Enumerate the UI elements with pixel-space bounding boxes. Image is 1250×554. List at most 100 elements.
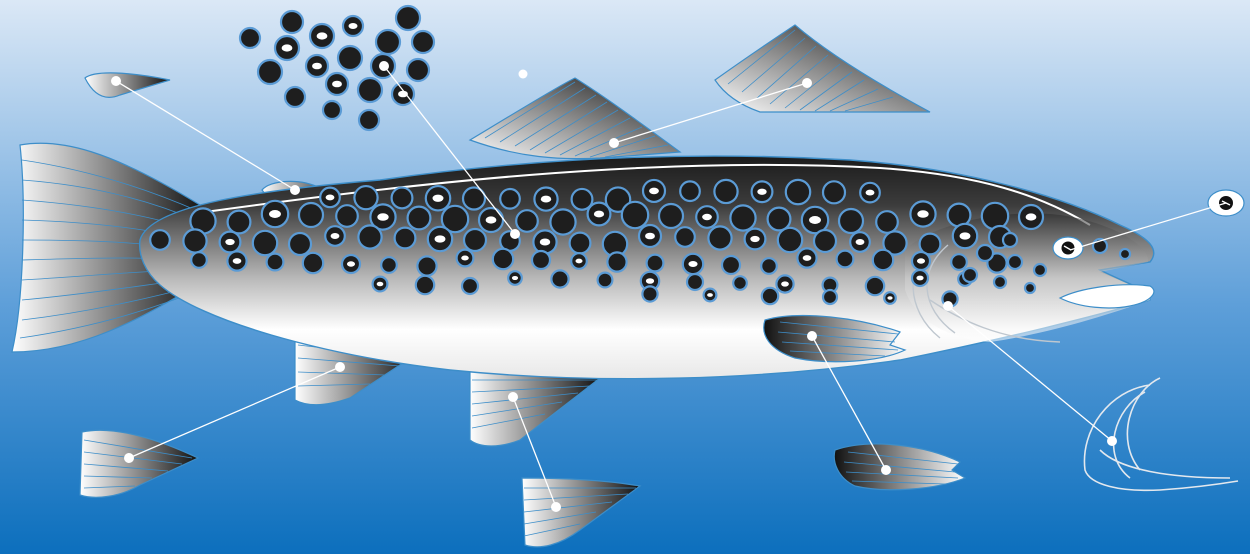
spot-highlight — [461, 255, 469, 260]
spot-highlight — [575, 259, 582, 264]
spot — [240, 28, 260, 48]
spot — [607, 252, 626, 271]
spot — [358, 78, 382, 102]
spot-highlight — [312, 63, 322, 70]
spot — [464, 229, 486, 251]
spot — [376, 30, 400, 54]
spot — [839, 209, 863, 233]
spot-highlight — [349, 23, 358, 29]
spot-highlight — [541, 196, 551, 203]
spot-highlight — [233, 258, 242, 264]
spot-highlight — [646, 278, 654, 284]
spot — [354, 186, 377, 209]
spot — [675, 227, 695, 247]
spot — [963, 268, 977, 282]
spot-highlight — [809, 216, 821, 224]
spot — [381, 257, 397, 273]
spot — [493, 249, 513, 269]
spot — [550, 209, 575, 234]
spot — [412, 31, 434, 53]
spot-highlight — [866, 190, 875, 196]
spot — [532, 251, 550, 269]
spot — [708, 226, 731, 249]
spot — [733, 276, 747, 290]
spot-highlight — [856, 239, 865, 245]
marker-dot — [519, 70, 528, 79]
spot — [516, 210, 538, 232]
spot-highlight — [649, 188, 659, 195]
spot — [778, 228, 802, 252]
spot-highlight — [887, 296, 892, 299]
spot — [289, 233, 311, 255]
spot — [876, 211, 898, 233]
spot — [1120, 249, 1130, 259]
spot-highlight — [347, 261, 355, 266]
spot — [570, 233, 591, 254]
spot — [228, 211, 251, 234]
spot — [1003, 233, 1017, 247]
spot-highlight — [433, 195, 444, 202]
spot — [951, 254, 967, 270]
spot — [866, 277, 884, 295]
spot — [396, 6, 420, 30]
spot — [258, 60, 282, 84]
spot-highlight — [512, 276, 518, 280]
spot — [642, 286, 657, 301]
spot-highlight — [332, 81, 342, 88]
spot — [323, 101, 341, 119]
spot-highlight — [917, 210, 928, 218]
spot — [823, 290, 837, 304]
spot — [500, 189, 520, 209]
spot — [299, 203, 323, 227]
spot — [994, 276, 1006, 288]
spot — [730, 205, 755, 230]
spot — [191, 252, 207, 268]
spot — [267, 254, 284, 271]
spot-highlight — [707, 293, 713, 297]
spot — [336, 205, 358, 227]
spot — [395, 228, 416, 249]
spot-highlight — [960, 232, 971, 239]
spot — [407, 59, 429, 81]
spot — [417, 256, 436, 275]
spot-highlight — [702, 214, 712, 220]
spot-highlight — [540, 239, 550, 246]
spot — [408, 207, 431, 230]
spot — [392, 188, 413, 209]
spot-highlight — [594, 211, 604, 218]
spot-highlight — [282, 44, 293, 51]
spot-highlight — [803, 255, 812, 261]
spot-highlight — [750, 236, 759, 242]
spot — [680, 181, 700, 201]
spot-highlight — [781, 281, 789, 286]
spot — [359, 110, 379, 130]
spot — [982, 203, 1008, 229]
spot — [768, 208, 791, 231]
spot — [281, 11, 303, 33]
spot-highlight — [917, 258, 925, 263]
spot — [598, 273, 613, 288]
spot — [622, 202, 648, 228]
spot — [285, 87, 305, 107]
spot — [358, 225, 381, 248]
spot — [722, 256, 740, 274]
spot — [762, 288, 778, 304]
spot — [687, 274, 703, 290]
spot — [814, 230, 836, 252]
spot-highlight — [486, 216, 497, 223]
spot — [462, 278, 478, 294]
spot-highlight — [435, 235, 446, 242]
spot — [659, 204, 683, 228]
spot-highlight — [326, 194, 335, 200]
spot — [150, 230, 170, 250]
spot-highlight — [1026, 213, 1037, 220]
spot — [1008, 255, 1022, 269]
spot — [714, 180, 737, 203]
spot-highlight — [331, 233, 340, 239]
spot — [1034, 264, 1046, 276]
spot-highlight — [377, 282, 384, 286]
spot — [977, 245, 993, 261]
spot — [873, 250, 893, 270]
